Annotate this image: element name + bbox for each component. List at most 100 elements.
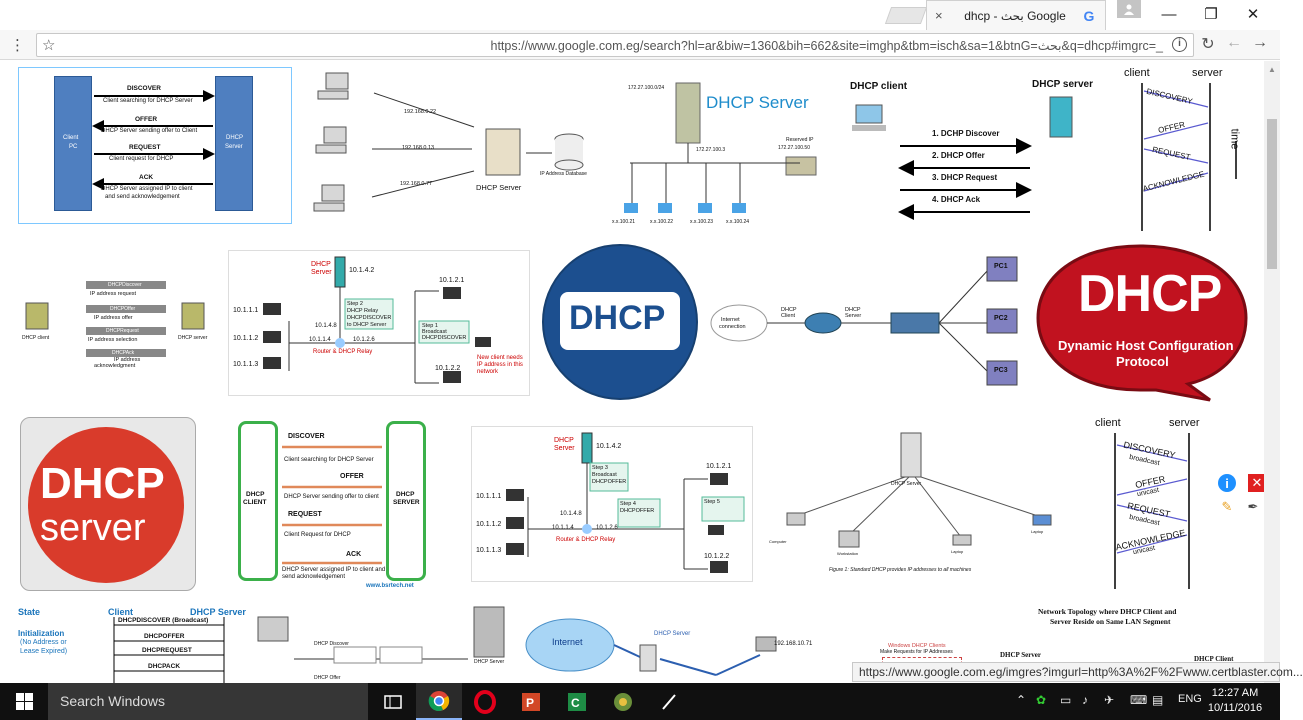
label: Reserved IP: [786, 137, 814, 143]
label: DHCP: [781, 307, 797, 313]
label: REQUEST: [129, 144, 161, 151]
network-diagram: [263, 256, 491, 384]
network-icon[interactable]: ✈: [1104, 693, 1115, 707]
label: client: [1095, 417, 1121, 429]
profile-button[interactable]: [1117, 0, 1141, 18]
label: www.bsrtech.net: [366, 583, 414, 589]
image-result[interactable]: State Client DHCP Server Initialization …: [18, 605, 246, 683]
powerpoint-taskbar-button[interactable]: P: [508, 683, 554, 720]
label: Network Topology where DHCP Client and: [1038, 607, 1177, 616]
image-result[interactable]: Client PC DHCP Server DISCOVER Client se…: [18, 67, 292, 224]
label: 10.1.1.1: [476, 493, 502, 500]
recorder-taskbar-button[interactable]: [600, 683, 646, 720]
language-indicator[interactable]: ENG: [1178, 693, 1202, 705]
label: 10.1.4.2: [349, 267, 375, 274]
browser-tab[interactable]: × dhcp - بحث Google G: [926, 0, 1106, 30]
url-text[interactable]: https://www.google.com.eg/search?hl=ar&b…: [490, 39, 1164, 53]
label: DHCP: [246, 491, 265, 498]
label: Protocol: [1116, 354, 1169, 369]
image-result[interactable]: client server DISCOVERY OFFER REQUEST AC…: [1114, 61, 1249, 235]
info-icon[interactable]: i: [1218, 474, 1236, 492]
maximize-button[interactable]: ❐: [1204, 6, 1218, 23]
clock[interactable]: 12:27 AM 10/11/2016: [1200, 686, 1270, 716]
site-info-icon[interactable]: i: [1172, 37, 1187, 52]
label: 1. DCHP Discover: [932, 129, 1000, 138]
label: Windows DHCP Clients: [888, 643, 946, 649]
label: DHCP: [554, 437, 574, 444]
image-result[interactable]: DHCP client DHCP server 1. DCHP Discover…: [838, 67, 1103, 227]
label: Lease Expired): [20, 648, 68, 655]
reload-icon[interactable]: ↻: [1201, 36, 1215, 53]
scroll-thumb[interactable]: [1267, 119, 1277, 269]
image-result[interactable]: Internet connection DHCP Client DHCP Ser…: [710, 253, 1026, 399]
start-button[interactable]: [0, 683, 48, 720]
back-icon[interactable]: →: [1252, 34, 1268, 51]
label: 10.1.4.8: [315, 323, 337, 329]
menu-icon[interactable]: ⋮: [10, 37, 25, 54]
forward-icon[interactable]: ←: [1226, 34, 1242, 51]
close-window-button[interactable]: ✕: [1246, 6, 1260, 23]
label: DHCP server: [178, 335, 208, 341]
volume-icon[interactable]: ♪: [1082, 693, 1088, 707]
label: send acknowledgement: [282, 574, 346, 580]
label: Figure 1: Standard DHCP provides IP addr…: [829, 567, 972, 573]
task-view-button[interactable]: [370, 683, 416, 720]
label: DHCP Server: [476, 183, 522, 192]
minimize-button[interactable]: —: [1161, 5, 1177, 23]
svg-text:C: C: [571, 696, 580, 710]
image-result[interactable]: DHCP Server 10.1.4.2 10.1.1.1 10.1.1.2 1…: [471, 426, 753, 582]
label: x.x.100.22: [650, 219, 674, 225]
action-center-icon[interactable]: ▤: [1152, 693, 1164, 707]
image-result[interactable]: DHCP Server 172.27.100.0/24 172.27.100.3…: [610, 67, 826, 232]
network-diagram: [313, 72, 584, 212]
pencil-icon[interactable]: ✎: [1221, 499, 1233, 514]
battery-icon[interactable]: ▭: [1060, 693, 1072, 707]
image-result[interactable]: Internet DHCP Server 192.168.10.71: [520, 615, 834, 683]
new-tab-button[interactable]: [884, 7, 928, 24]
label: PC: [69, 144, 78, 150]
svg-text:P: P: [526, 696, 534, 710]
app-tray-icon[interactable]: ✿: [1036, 693, 1047, 707]
taskbar-search-input[interactable]: Search Windows: [48, 683, 368, 720]
clock-date: 10/11/2016: [1207, 702, 1263, 714]
label: 10.1.4.8: [560, 511, 582, 517]
image-result[interactable]: DHCP client DHCP server DHCPDiscover IP …: [18, 277, 215, 369]
close-icon[interactable]: ✕: [1248, 474, 1266, 492]
label: Internet: [552, 637, 583, 647]
image-result[interactable]: DHCP Discover DHCP Offer DHCP Server: [254, 605, 510, 683]
label: IP address in this: [477, 362, 523, 368]
pen-icon[interactable]: ✒: [1247, 499, 1259, 514]
chrome-taskbar-button[interactable]: [416, 683, 462, 720]
pen-taskbar-button[interactable]: [646, 683, 692, 720]
label: IP address: [114, 357, 141, 363]
label: time: [1228, 128, 1241, 150]
label: Server: [225, 144, 243, 150]
image-result[interactable]: DHCP Server 10.1.4.2 10.1.1.1 10.1.1.2 1…: [228, 250, 530, 396]
page-scrollbar[interactable]: ▲: [1264, 61, 1280, 683]
image-result[interactable]: DHCP CLIENT DHCP SERVER DISCOVER Client …: [214, 417, 456, 593]
label: 192.168.10.71: [774, 641, 813, 647]
image-result[interactable]: 192.168.0.22 192.168.0.13 192.168.0.77 D…: [304, 67, 598, 224]
camtasia-taskbar-button[interactable]: C: [554, 683, 600, 720]
scroll-up-icon[interactable]: ▲: [1268, 65, 1276, 74]
image-result[interactable]: DHCP server: [18, 417, 196, 592]
label: Server: [311, 269, 332, 276]
windows-logo-icon: [15, 693, 33, 710]
label: Step 2: [347, 301, 363, 307]
label: to DHCP Server: [347, 322, 387, 328]
tab-close-icon[interactable]: ×: [935, 8, 943, 23]
keyboard-icon[interactable]: ⌨: [1130, 693, 1148, 707]
opera-taskbar-button[interactable]: [462, 683, 508, 720]
label: ACK: [139, 174, 154, 181]
image-result[interactable]: client server DISCOVERY broadcast OFFER …: [1085, 417, 1233, 593]
image-result[interactable]: DHCP Dynamic Host Configuration Protocol: [1036, 242, 1248, 402]
chevron-up-icon[interactable]: ⌃: [1016, 693, 1027, 707]
label: DHCP Server: [891, 481, 922, 487]
bookmark-star-icon[interactable]: ☆: [42, 37, 56, 54]
address-bar[interactable]: ☆ https://www.google.com.eg/search?hl=ar…: [36, 33, 1194, 57]
task-view-icon: [384, 694, 402, 709]
label: DHCPOffer: [110, 306, 136, 312]
powerpoint-icon: P: [522, 692, 540, 711]
image-result[interactable]: DHCP Server Computer Workstation Laptop …: [765, 429, 1057, 579]
image-result[interactable]: DHCP: [542, 242, 700, 402]
